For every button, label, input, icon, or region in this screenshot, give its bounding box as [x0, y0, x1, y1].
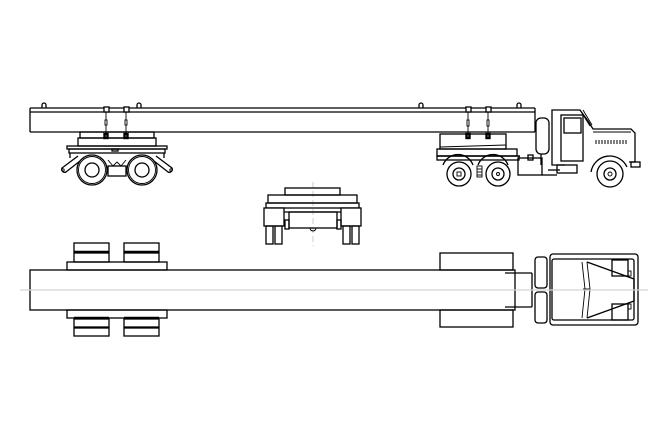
lifting-lug-icon — [41, 102, 47, 108]
lifting-lug-icon — [136, 102, 142, 108]
wheel-icon — [446, 161, 472, 187]
wheel-icon — [485, 161, 511, 187]
wheel-icon — [596, 160, 624, 188]
wheel-icon — [126, 154, 158, 186]
lifting-lug-icon — [418, 102, 424, 108]
side-view — [29, 102, 641, 188]
rear-bogie-side — [61, 131, 173, 186]
lifting-lug-icon — [516, 102, 522, 108]
tractor-side — [436, 109, 641, 188]
hood-grille — [595, 140, 627, 144]
front-tie-down-chains — [465, 106, 492, 140]
rear-view — [263, 182, 362, 246]
top-view — [20, 242, 648, 337]
wheel-icon — [76, 154, 108, 186]
